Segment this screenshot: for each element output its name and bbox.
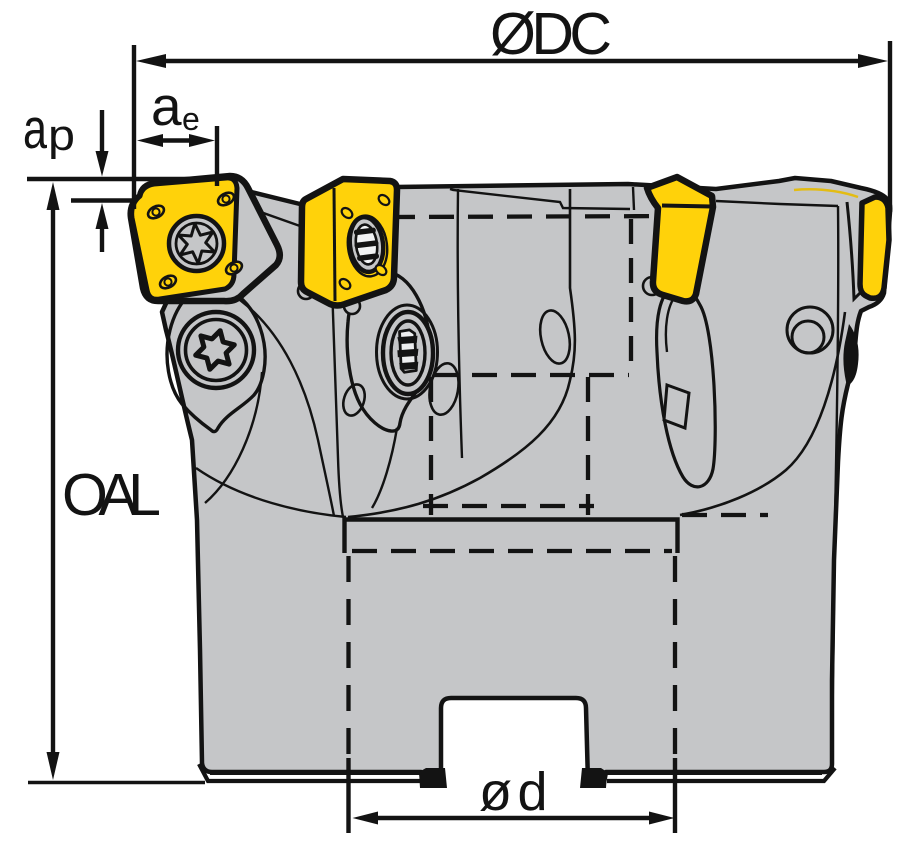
svg-text:ød: ød xyxy=(479,762,553,822)
svg-text:a: a xyxy=(23,97,47,161)
svg-text:OAL: OAL xyxy=(62,462,161,528)
svg-text:e: e xyxy=(182,101,200,137)
svg-text:a: a xyxy=(151,75,182,137)
svg-text:ØDC: ØDC xyxy=(490,1,612,67)
svg-text:p: p xyxy=(48,111,75,160)
